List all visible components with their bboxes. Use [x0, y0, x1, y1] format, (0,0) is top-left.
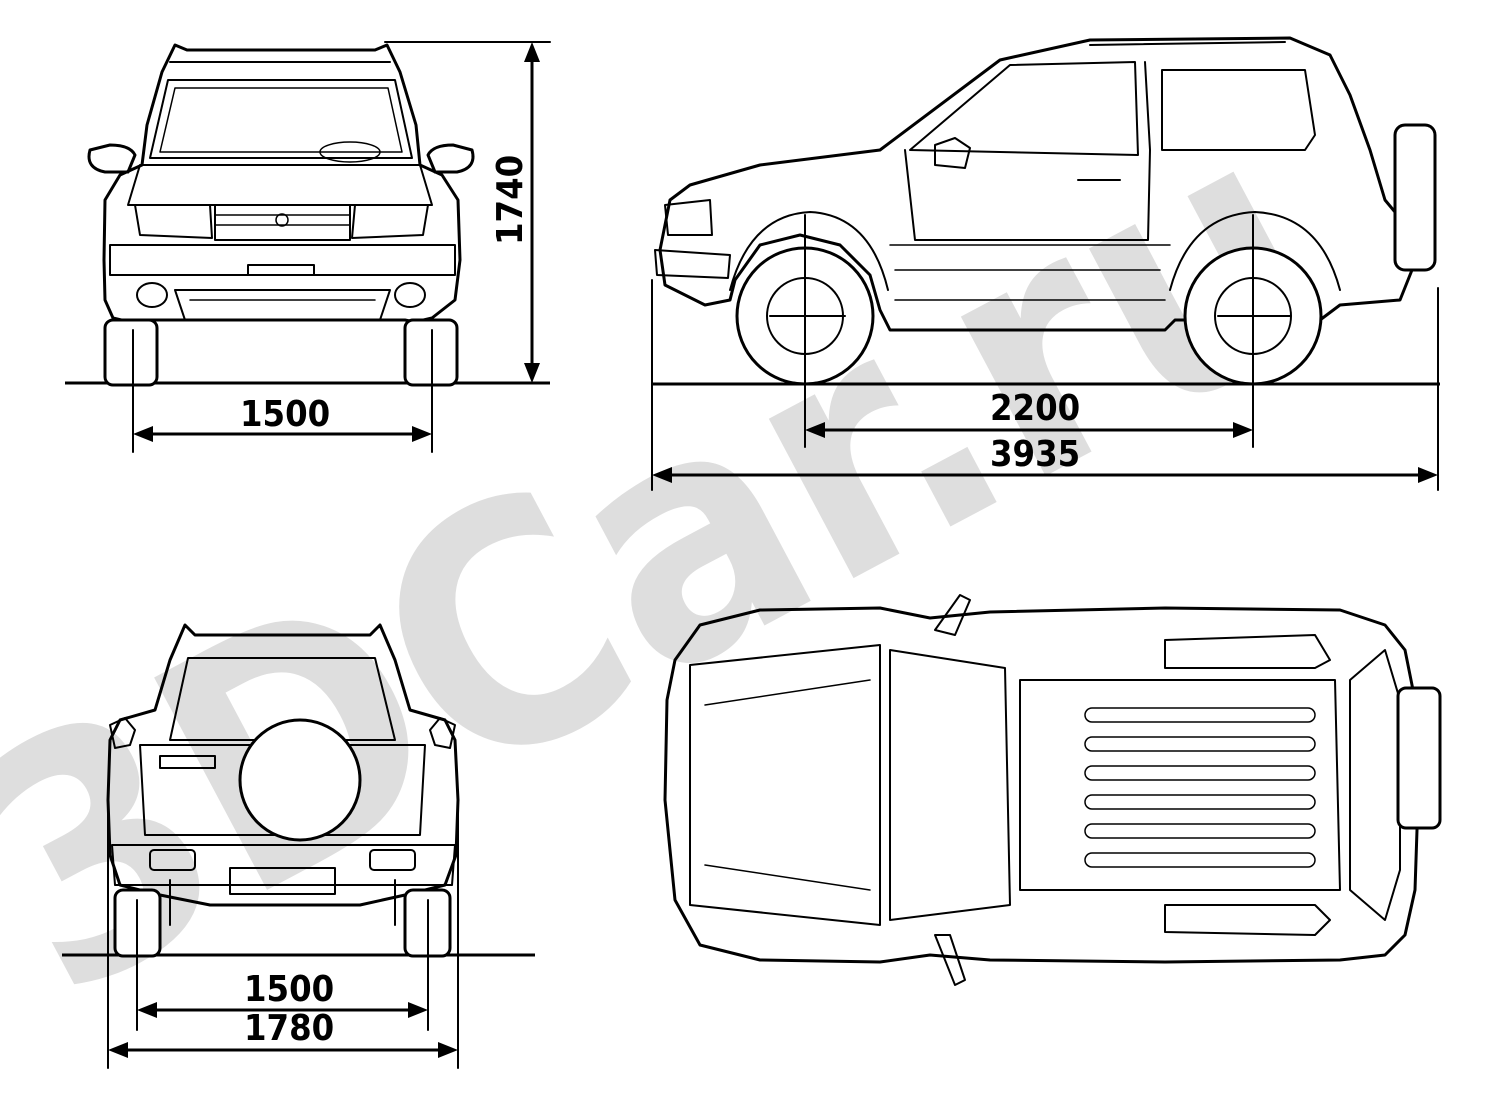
steering-wheel — [319, 141, 381, 163]
hood-crease-1 — [704, 679, 871, 706]
arrow-left — [652, 467, 672, 483]
arrow-right — [1418, 467, 1438, 483]
top-window-left — [1164, 634, 1331, 669]
arrow-left — [805, 422, 825, 438]
front-grille — [214, 204, 351, 241]
top-mirror-left — [934, 594, 971, 636]
rear-arch — [1169, 211, 1341, 291]
front-body — [102, 43, 462, 324]
rect — [1084, 765, 1316, 781]
front-mirror-right — [426, 143, 475, 174]
rear-mirror-right — [429, 717, 456, 749]
arrow-down — [524, 363, 540, 383]
front-mirror-left — [87, 143, 137, 174]
arrow-right — [438, 1042, 458, 1058]
side-headlight — [664, 199, 713, 236]
rect — [1084, 707, 1316, 723]
side-view: 2200 3935 — [651, 36, 1440, 491]
front-windshield-inner — [159, 87, 403, 153]
rect — [1084, 794, 1316, 810]
side-rear-window — [1161, 69, 1316, 151]
top-hood — [689, 644, 881, 926]
hood-crease-2 — [704, 864, 871, 891]
arrow-right — [412, 426, 432, 442]
arrow-left — [133, 426, 153, 442]
arrow-left — [108, 1042, 128, 1058]
rear-view: 1500 1780 — [62, 623, 535, 1069]
top-window-right — [1164, 904, 1331, 936]
front-width-label: 1500 — [240, 394, 330, 435]
side-front-window — [909, 61, 1139, 156]
front-arch — [729, 211, 889, 291]
rear-window — [169, 657, 396, 741]
rect — [1084, 852, 1316, 868]
tail-lamp-left — [149, 849, 196, 871]
arrow-left — [137, 1002, 157, 1018]
wheelbase-label: 2200 — [990, 388, 1080, 429]
top-spare-tire — [1396, 686, 1442, 830]
rect — [1084, 736, 1316, 752]
side-door — [904, 61, 1151, 241]
top-windshield — [889, 649, 1011, 921]
rear-track-label: 1500 — [244, 969, 334, 1010]
front-apron — [174, 289, 391, 321]
front-bumper — [109, 244, 456, 276]
top-view — [663, 594, 1442, 986]
top-roof — [1019, 679, 1341, 891]
fog-right — [394, 282, 426, 308]
side-spare-tire — [1393, 123, 1437, 272]
front-windshield — [149, 79, 413, 159]
front-view: 1740 — [65, 41, 551, 453]
front-wheel-left — [103, 318, 159, 387]
fog-left — [136, 282, 168, 308]
rear-mirror-left — [109, 717, 136, 749]
length-label: 3935 — [990, 434, 1080, 475]
front-hood — [127, 164, 433, 206]
side-front-bumper — [654, 249, 731, 279]
badge — [275, 213, 289, 227]
tailgate-handle — [159, 755, 216, 769]
rear-spare-tire — [238, 718, 362, 842]
headlight-left — [134, 204, 213, 239]
rear-bumper — [111, 844, 456, 886]
rect — [1084, 823, 1316, 839]
side-mirror — [934, 137, 971, 169]
side-roof-rail — [1089, 41, 1286, 46]
roof-ribs — [1084, 707, 1316, 868]
arrow-right — [1233, 422, 1253, 438]
front-height-label: 1740 — [490, 155, 531, 245]
plate-slot — [247, 264, 315, 276]
rear-width-label: 1780 — [244, 1008, 334, 1049]
top-body — [663, 606, 1420, 964]
top-rear-hatch — [1349, 649, 1401, 921]
rear-plate — [229, 867, 336, 895]
tail-lamp-right — [369, 849, 416, 871]
side-body — [658, 36, 1414, 332]
arrow-up — [524, 42, 540, 62]
arrow-right — [408, 1002, 428, 1018]
headlight-right — [351, 204, 429, 239]
top-mirror-right — [934, 934, 966, 986]
